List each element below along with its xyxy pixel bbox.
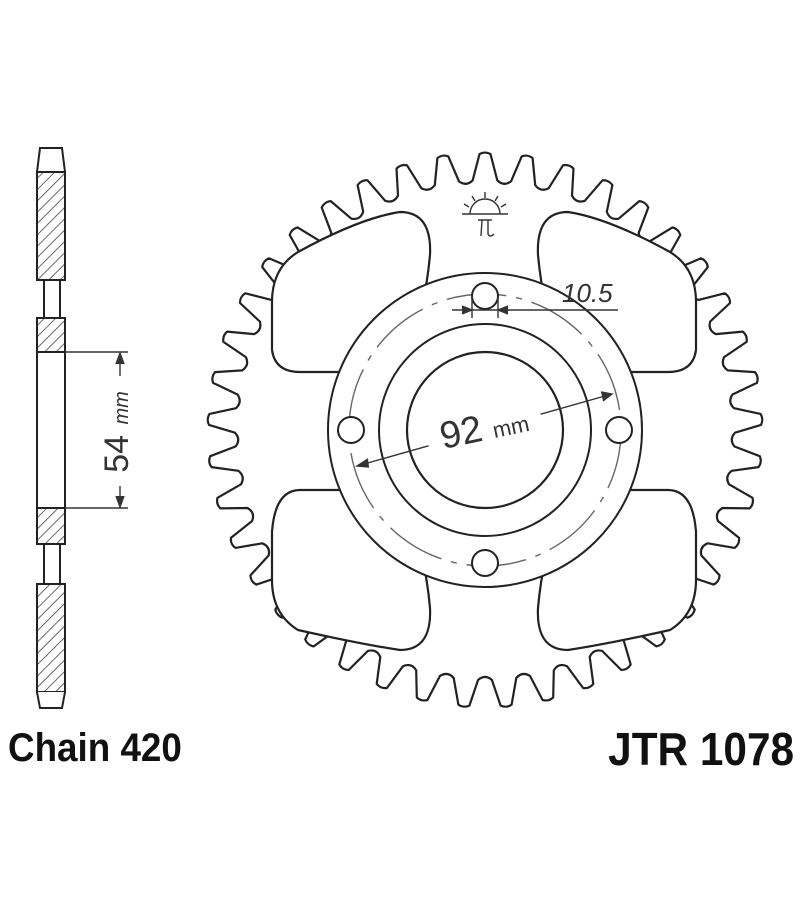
sprocket-side-profile	[36, 147, 66, 709]
hub-bore-dimension	[65, 350, 128, 510]
sprocket-front-view: 10.5 92 mm	[206, 151, 764, 708]
hub-bore-unit: mm	[111, 391, 133, 424]
bolt-circle-label: 92 mm	[422, 390, 545, 458]
part-number-caption: JTR 1078	[608, 723, 794, 775]
bolt-hole-dimension	[452, 296, 618, 318]
bolt-hole-right	[605, 416, 633, 444]
bolt-hole-left	[337, 416, 365, 444]
bolt-circle-value: 92	[436, 408, 486, 458]
svg-text:54 mm: 54 mm	[98, 391, 136, 473]
bolt-holes	[337, 282, 633, 577]
chain-size-caption: Chain 420	[8, 726, 182, 770]
svg-text:92 mm: 92 mm	[436, 398, 532, 458]
bolt-hole-top	[471, 282, 499, 310]
inner-relief-ring	[378, 323, 592, 537]
jt-sun-logo-icon	[462, 192, 508, 237]
hub-bore-label: 54 mm	[98, 391, 136, 473]
hub-bore-value: 54	[98, 435, 136, 473]
bolt-hole-label: 10.5	[562, 278, 613, 308]
bolt-hole-bottom	[471, 549, 499, 577]
